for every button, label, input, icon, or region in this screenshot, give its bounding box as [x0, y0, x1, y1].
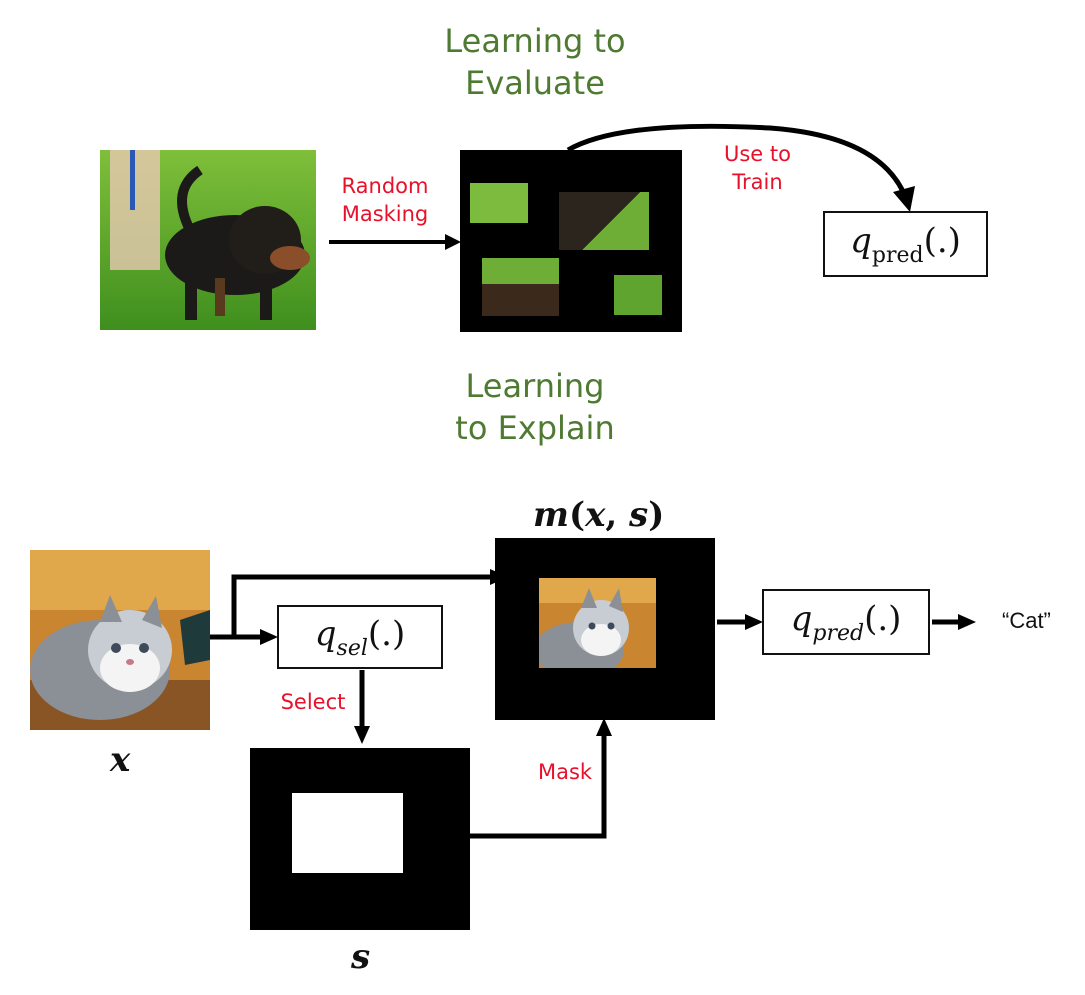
q-sel-symbol: q [314, 613, 337, 654]
q-arg: (.) [923, 220, 961, 261]
random-masking-line2: Masking [341, 202, 429, 226]
m-symbol: m [533, 495, 569, 535]
q-pred-subscript: pred [812, 620, 865, 646]
output-label: “Cat” [1002, 608, 1051, 633]
masked-input-title: m(x, s) [533, 495, 664, 535]
q-sel-expression: qsel(.) [315, 614, 405, 661]
arrow-qsel-to-s [354, 670, 370, 744]
q-pred-arg: (.) [864, 598, 902, 639]
use-to-train-line2: Train [732, 170, 783, 194]
m-comma: , [605, 495, 630, 535]
x-label: x [110, 740, 131, 780]
selection-mask-window [292, 793, 403, 873]
m-s-symbol: s [629, 495, 649, 535]
mask-patch-2 [559, 192, 649, 250]
evaluate-title-line2: Evaluate [465, 64, 605, 102]
mask-label: Mask [537, 760, 593, 784]
mask-patch-3 [482, 258, 559, 316]
mask-patch-1 [470, 183, 528, 223]
masked-cat-image [539, 578, 656, 668]
masked-input-image [495, 538, 715, 720]
arrows-x-branch [210, 569, 508, 645]
selection-mask [250, 748, 470, 930]
m-open-paren: ( [568, 495, 586, 535]
arrow-mask-to-qpred [717, 614, 763, 630]
q-sel-arg: (.) [367, 613, 406, 654]
q-pred-expression-bottom: qpred(.) [791, 599, 902, 646]
random-masking-label: Random Masking [320, 172, 450, 228]
arrow-s-to-mask [468, 718, 612, 839]
s-label: s [351, 937, 371, 977]
m-x-symbol: x [585, 495, 606, 535]
dog-photo [100, 150, 316, 330]
m-close-paren: ) [648, 495, 665, 535]
cat-photo [30, 550, 210, 730]
arrow-qpred-to-output [932, 614, 976, 630]
use-to-train-line1: Use to [724, 142, 791, 166]
q-pred-box-bottom: qpred(.) [762, 589, 930, 655]
cat-photo-image [30, 550, 210, 730]
q-pred-box-top: qpred(.) [823, 211, 988, 277]
explain-title-line2: to Explain [455, 409, 615, 447]
q-pred-symbol: q [790, 598, 813, 639]
arrow-train-curve [566, 123, 915, 212]
random-masking-line1: Random [341, 174, 429, 198]
q-sel-subscript: sel [336, 635, 368, 661]
q-pred-expression-top: qpred(.) [850, 221, 961, 268]
explain-title: Learning to Explain [410, 365, 660, 449]
q-sel-box: qsel(.) [277, 605, 443, 669]
q-symbol: q [850, 220, 872, 261]
evaluate-title: Learning to Evaluate [410, 20, 660, 104]
masked-cat-window [539, 578, 656, 668]
dog-photo-image [100, 150, 316, 330]
use-to-train-label: Use to Train [700, 140, 815, 196]
evaluate-title-line1: Learning to [444, 22, 626, 60]
random-masked-image [460, 150, 682, 332]
mask-patch-4 [614, 275, 662, 315]
explain-title-line1: Learning [465, 367, 605, 405]
arrow-dog-to-masked [329, 234, 461, 250]
select-label: Select [280, 690, 346, 714]
q-subscript: pred [871, 242, 924, 268]
